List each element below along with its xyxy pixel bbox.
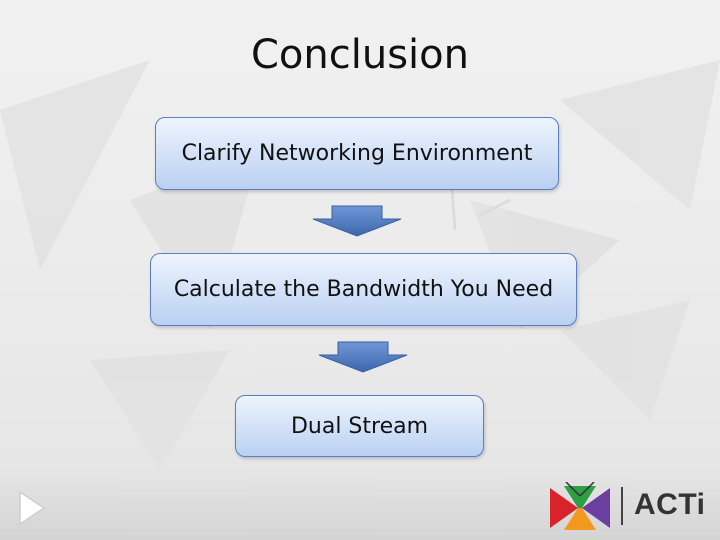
step-label: Clarify Networking Environment [181, 141, 533, 166]
step-label: Dual Stream [290, 413, 429, 439]
play-icon [19, 490, 46, 526]
down-arrow-icon [312, 205, 402, 237]
slide-title: Conclusion [251, 32, 469, 78]
step-clarify-networking: Clarify Networking Environment [155, 117, 559, 190]
footer-bar [0, 468, 720, 540]
down-arrow-icon [318, 341, 408, 373]
step-label: Calculate the Bandwidth You Need [173, 277, 554, 302]
logo-text: ACTi [634, 488, 706, 521]
step-calculate-bandwidth: Calculate the Bandwidth You Need [150, 253, 577, 326]
logo-separator [621, 487, 623, 525]
step-dual-stream: Dual Stream [235, 395, 484, 457]
acti-logo-icon [550, 482, 610, 530]
